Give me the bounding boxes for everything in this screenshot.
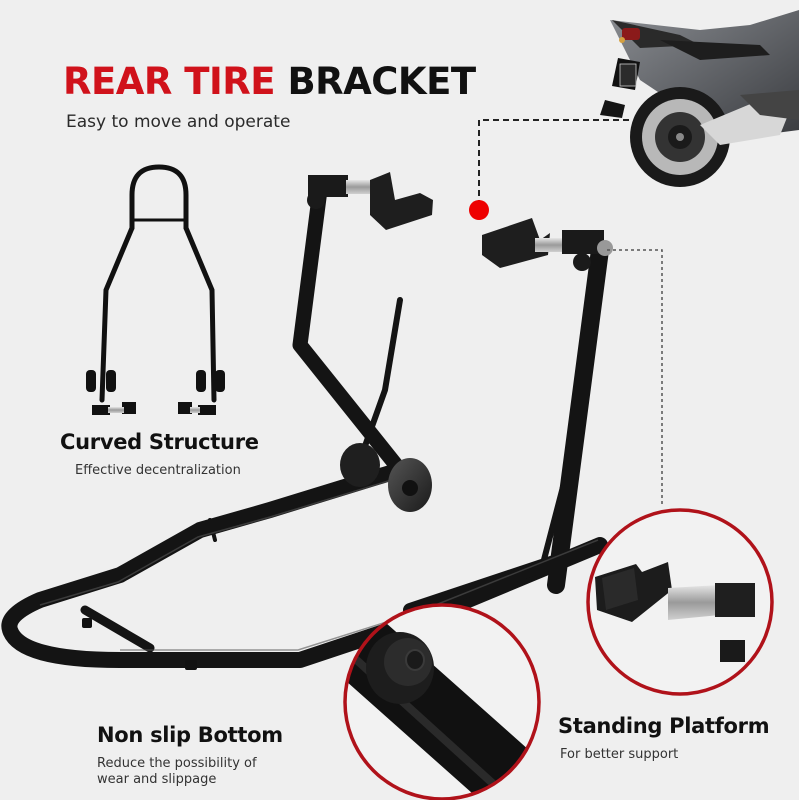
feature-title-standing-platform: Standing Platform	[558, 714, 770, 738]
title-red-part: REAR TIRE	[63, 60, 276, 103]
feature-title-curved-structure: Curved Structure	[60, 430, 259, 454]
title-black-part: BRACKET	[287, 60, 476, 103]
main-stand-image	[1, 172, 613, 670]
feature-title-non-slip-bottom: Non slip Bottom	[97, 723, 283, 747]
feature-desc-non-slip-bottom-line1: Reduce the possibility of	[97, 756, 257, 771]
connector-line-platform	[607, 249, 663, 505]
callout-standing-platform	[586, 508, 774, 696]
page-title: REAR TIRE BRACKET	[63, 60, 476, 104]
connector-line	[478, 119, 629, 205]
feature-desc-non-slip-bottom-line2: wear and slippage	[97, 772, 217, 787]
front-view-stand-image	[86, 164, 225, 415]
red-dot-marker	[469, 200, 489, 220]
motorcycle-image	[600, 10, 799, 187]
feature-desc-curved-structure: Effective decentralization	[75, 463, 241, 478]
feature-desc-standing-platform: For better support	[560, 747, 679, 762]
page-subtitle: Easy to move and operate	[66, 112, 291, 132]
